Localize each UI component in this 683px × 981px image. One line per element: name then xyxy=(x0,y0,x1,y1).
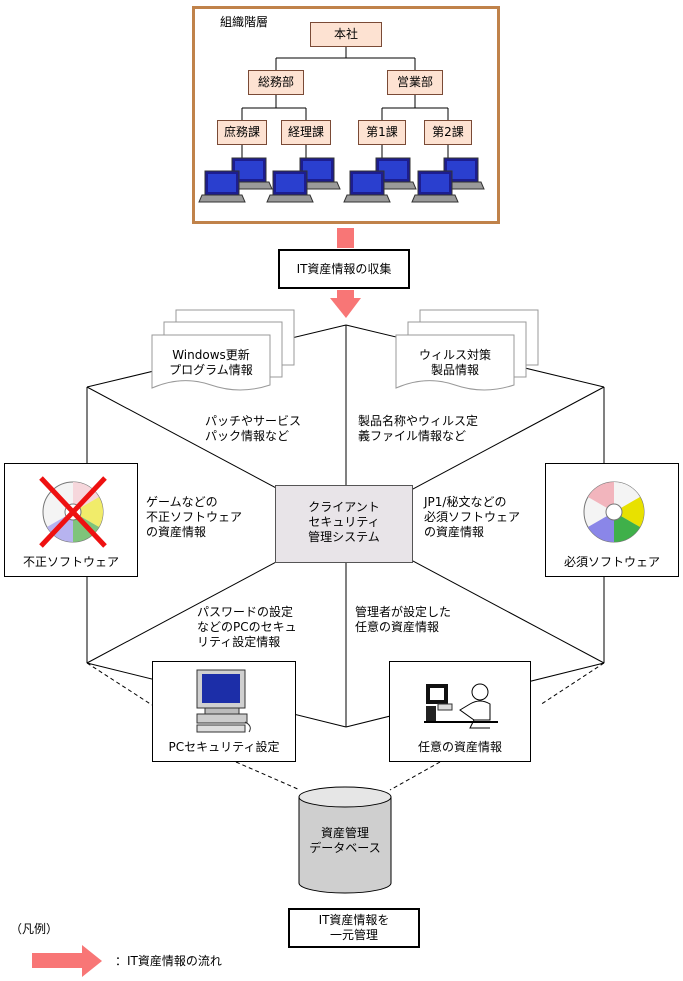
org-node-dept-general: 総務部 xyxy=(248,70,304,95)
laptop-icon xyxy=(266,170,314,203)
required-software-label: 必須ソフトウェア xyxy=(563,555,660,569)
legend-title: （凡例） xyxy=(10,922,59,936)
desc-required-info: JP1/秘文などの必須ソフトウェアの資産情報 xyxy=(424,495,521,539)
org-node-section-second: 第2課 xyxy=(424,120,472,145)
cd-crossed-icon xyxy=(39,476,107,548)
desc-patch: パッチやサービスパック情報など xyxy=(205,414,302,443)
legend-flow-label: ：IT資産情報の流れ xyxy=(115,954,222,968)
org-node-root: 本社 xyxy=(310,22,382,47)
illegal-software-label: 不正ソフトウェア xyxy=(22,555,119,569)
desc-password: パスワードの設定などのPCのセキュリティ設定情報 xyxy=(197,605,297,649)
desktop-pc-icon xyxy=(196,669,251,733)
org-node-section-accounting: 経理課 xyxy=(281,120,331,145)
desc-product: 製品名称やウィルス定義ファイル情報など xyxy=(358,414,479,443)
pc-security-label: PCセキュリティ設定 xyxy=(168,740,280,754)
desc-illegal-info: ゲームなどの不正ソフトウェアの資産情報 xyxy=(146,495,243,539)
org-node-section-general-affairs: 庶務課 xyxy=(217,120,267,145)
doc-windows-text: Windows更新 プログラム情報 xyxy=(169,348,253,377)
required-software-box: 必須ソフトウェア xyxy=(545,463,679,577)
laptop-icon xyxy=(198,170,246,203)
laptop-icon xyxy=(411,170,459,203)
org-node-section-first: 第1課 xyxy=(358,120,406,145)
collect-label-box: IT資産情報の収集 xyxy=(278,249,410,289)
desc-admin: 管理者が設定した任意の資産情報 xyxy=(355,605,452,634)
any-asset-box: 任意の資産情報 xyxy=(389,661,531,762)
any-asset-label: 任意の資産情報 xyxy=(417,740,502,754)
collect-label: IT資産情報の収集 xyxy=(296,262,392,276)
pc-security-box: PCセキュリティ設定 xyxy=(152,661,296,762)
unified-management-box: IT資産情報を 一元管理 xyxy=(288,908,420,948)
cd-icon xyxy=(583,481,645,543)
person-at-computer-icon xyxy=(424,683,498,729)
center-system-box: クライアント セキュリティ 管理システム xyxy=(275,485,413,563)
doc-virus-text: ウィルス対策 製品情報 xyxy=(418,348,491,377)
org-frame xyxy=(192,6,500,224)
laptop-icon xyxy=(343,170,391,203)
org-node-dept-sales: 営業部 xyxy=(387,70,443,95)
database-label: 資産管理 データベース xyxy=(309,826,381,855)
illegal-software-box: 不正ソフトウェア xyxy=(4,463,138,577)
org-title: 組織階層 xyxy=(220,15,269,29)
